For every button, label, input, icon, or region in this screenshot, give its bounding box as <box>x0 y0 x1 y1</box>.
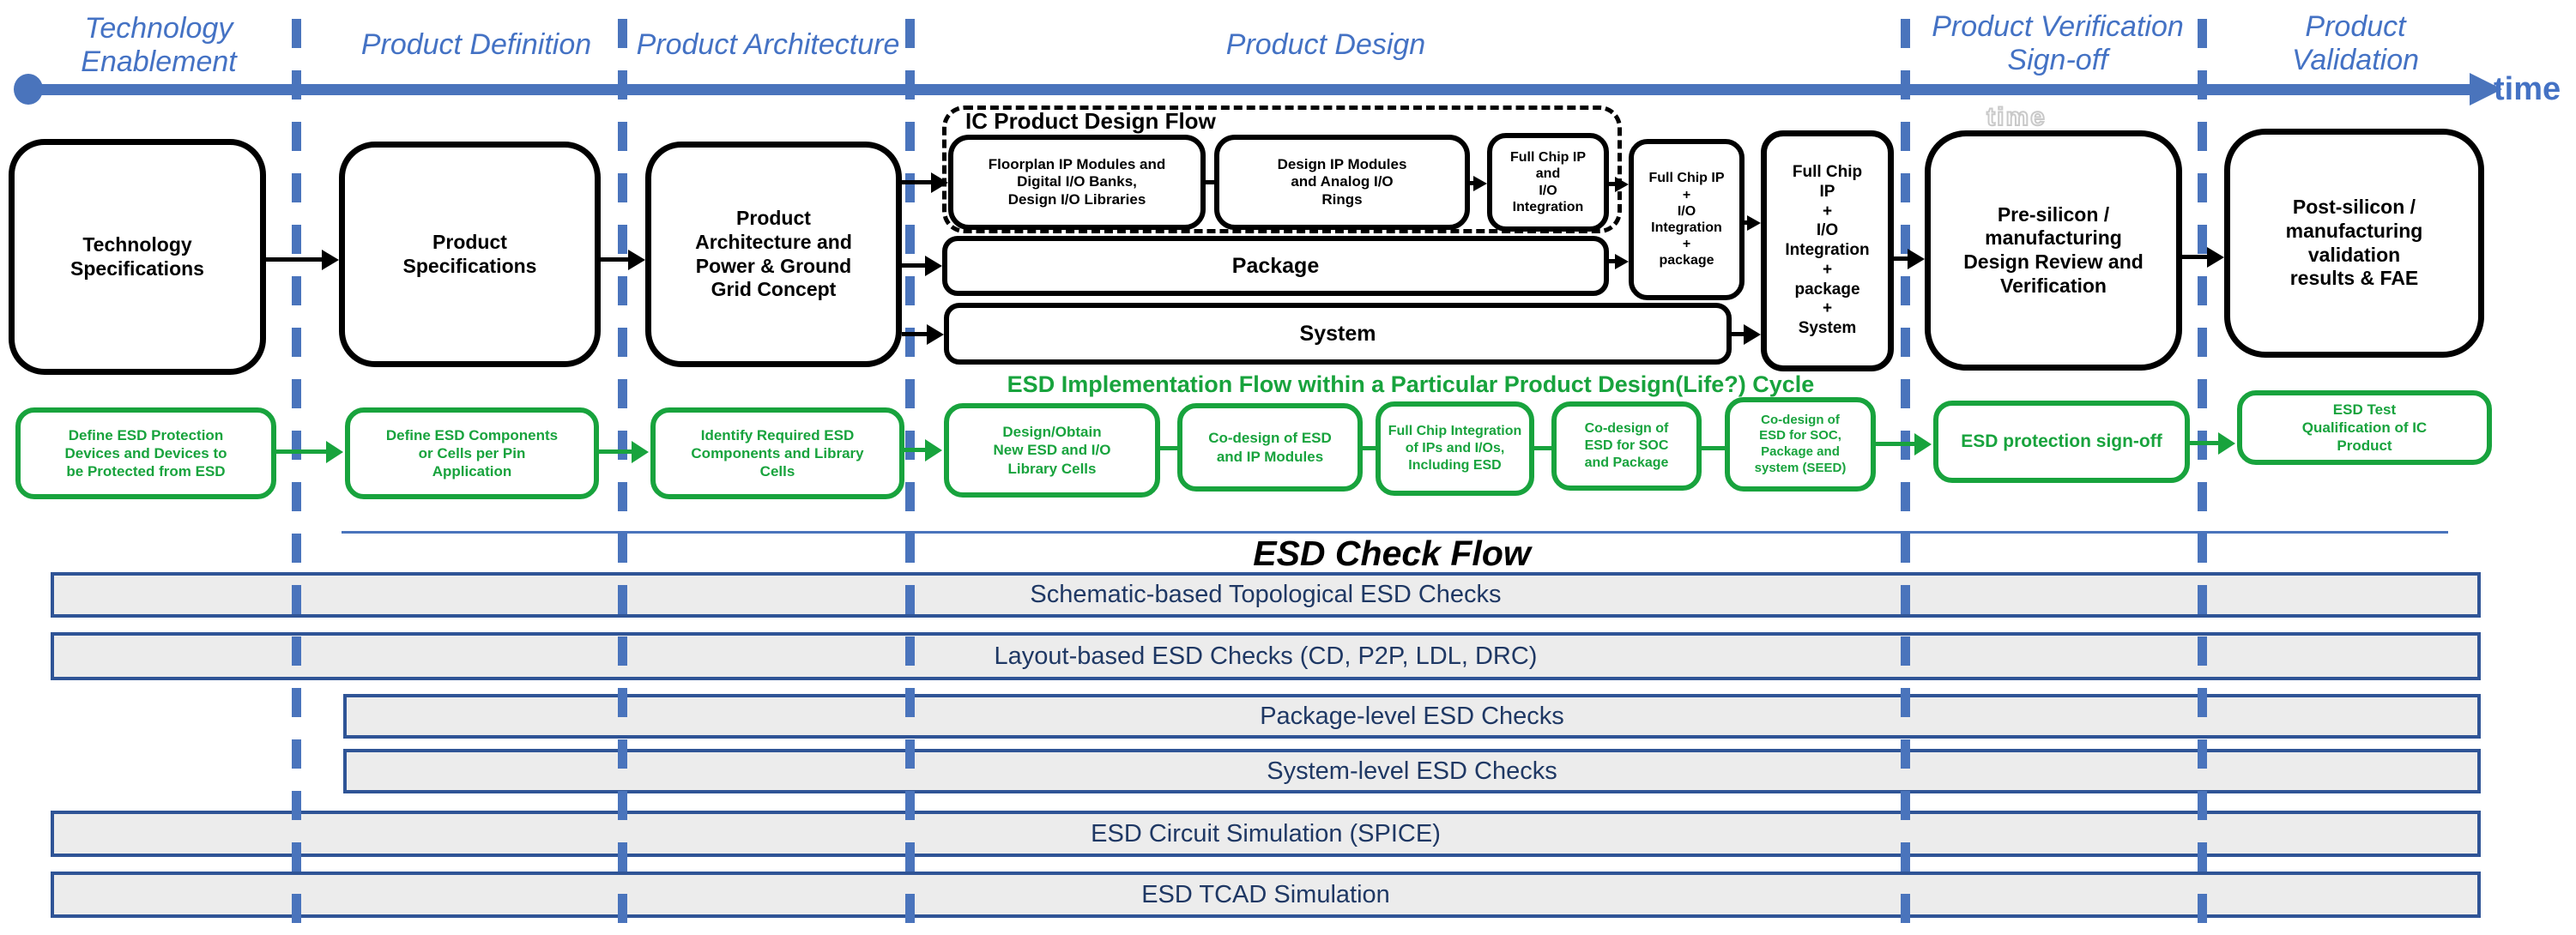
box-post-silicon-validation: Post-silicon / manufacturing validation … <box>2224 129 2484 358</box>
box-full-chip-ip-io-integration: Full Chip IP and I/O Integration <box>1487 133 1609 232</box>
phase-divider-4 <box>1901 19 1910 935</box>
green-connector-5 <box>1363 446 1376 450</box>
timeline-axis <box>36 84 2471 95</box>
green-arrow-8 <box>1876 442 1914 446</box>
phase-divider-5 <box>2198 19 2207 935</box>
phase-divider-2 <box>618 19 627 935</box>
phase-label-product-validation: Product Validation <box>2291 10 2420 77</box>
green-connector-7 <box>1702 446 1725 450</box>
arrow-architecture-to-system <box>902 332 927 336</box>
esd-implementation-flow-title: ESD Implementation Flow within a Particu… <box>1007 371 1815 397</box>
esd-box-define-components-per-pin: Define ESD Components or Cells per Pin A… <box>345 407 599 499</box>
connector-floorplan-to-designip <box>1204 180 1216 184</box>
phase-label-technology-enablement: Technology Enablement <box>81 12 237 79</box>
green-connector-6 <box>1534 446 1551 450</box>
box-product-specifications: Product Specifications <box>339 142 601 367</box>
ic-product-design-flow-group <box>942 106 1622 233</box>
phase-label-product-design: Product Design <box>1225 28 1426 61</box>
box-design-ip-modules: Design IP Modules and Analog I/O Rings <box>1214 135 1470 230</box>
esd-box-protection-signoff: ESD protection sign-off <box>1933 401 2190 483</box>
green-arrow-9 <box>2190 441 2218 445</box>
esd-check-flow-title: ESD Check Flow <box>1253 534 1531 573</box>
phase-divider-3 <box>905 19 915 935</box>
check-bar-package-level: Package-level ESD Checks <box>343 694 2481 739</box>
phase-label-product-verification-signoff: Product Verification Sign-off <box>1932 10 2184 77</box>
box-pre-silicon-review: Pre-silicon / manufacturing Design Revie… <box>1925 130 2182 371</box>
check-bar-layout: Layout-based ESD Checks (CD, P2P, LDL, D… <box>51 632 2481 680</box>
arrow-presilicon-to-postsilicon <box>2182 255 2207 259</box>
check-flow-divider-line <box>342 531 2448 534</box>
esd-box-codesign-soc-package: Co-design of ESD for SOC and Package <box>1551 401 1702 491</box>
green-connector-4 <box>1160 446 1177 450</box>
arrow-architecture-to-package <box>902 263 925 268</box>
arrow-designip-to-fullchip <box>1470 181 1473 185</box>
ic-product-design-flow-title: IC Product Design Flow <box>965 108 1216 134</box>
green-arrow-1 <box>276 449 326 454</box>
box-product-architecture: Product Architecture and Power & Ground … <box>645 142 902 367</box>
esd-box-design-obtain-library-cells: Design/Obtain New ESD and I/O Library Ce… <box>944 403 1160 498</box>
phase-divider-1 <box>292 19 301 935</box>
check-bar-circuit-simulation: ESD Circuit Simulation (SPICE) <box>51 811 2481 857</box>
box-system: System <box>944 303 1732 365</box>
timeline-arrowhead-icon <box>2470 73 2502 106</box>
phase-label-product-definition: Product Definition <box>360 28 592 61</box>
arrow-fullchip-to-fullchippkg <box>1609 182 1615 186</box>
esd-box-test-qualification: ESD Test Qualification of IC Product <box>2237 390 2492 465</box>
box-full-chip-ip-io-package: Full Chip IP + I/O Integration + package <box>1629 139 1745 300</box>
check-bar-schematic: Schematic-based Topological ESD Checks <box>51 572 2481 618</box>
esd-box-codesign-esd-ip-modules: Co-design of ESD and IP Modules <box>1177 403 1363 492</box>
esd-box-codesign-soc-package-system: Co-design of ESD for SOC, Package and sy… <box>1725 397 1876 492</box>
box-technology-specifications: Technology Specifications <box>9 139 266 375</box>
esd-box-define-protection-devices: Define ESD Protection Devices and Device… <box>15 407 276 499</box>
green-arrow-2 <box>599 449 632 454</box>
box-package: Package <box>942 236 1609 296</box>
timeline-ghost-time-label: time <box>1986 102 2047 132</box>
check-bar-tcad-simulation: ESD TCAD Simulation <box>51 872 2481 918</box>
esd-box-full-chip-integration: Full Chip Integration of IPs and I/Os, I… <box>1376 401 1534 496</box>
box-full-chip-ip-io-package-system: Full Chip IP + I/O Integration + package… <box>1761 130 1894 371</box>
check-bar-system-level: System-level ESD Checks <box>343 749 2481 793</box>
box-floorplan-ip-modules: Floorplan IP Modules and Digital I/O Ban… <box>948 135 1206 230</box>
arrow-fullchippkg-to-fullsystem <box>1744 220 1747 225</box>
phase-label-product-architecture: Product Architecture <box>636 28 900 61</box>
arrow-system-to-fullsystem <box>1732 332 1744 336</box>
esd-box-identify-required-components: Identify Required ESD Components and Lib… <box>650 407 904 499</box>
timeline-time-label: time <box>2494 71 2561 107</box>
arrow-package-to-fullchippkg <box>1609 259 1615 263</box>
green-arrow-3 <box>904 448 925 452</box>
arrow-techspec-to-prodspec <box>266 257 322 262</box>
arrow-fullsystem-to-presilicon <box>1894 256 1908 261</box>
arrow-prodspec-to-architecture <box>601 257 628 262</box>
arrow-architecture-to-icflow <box>902 180 931 184</box>
